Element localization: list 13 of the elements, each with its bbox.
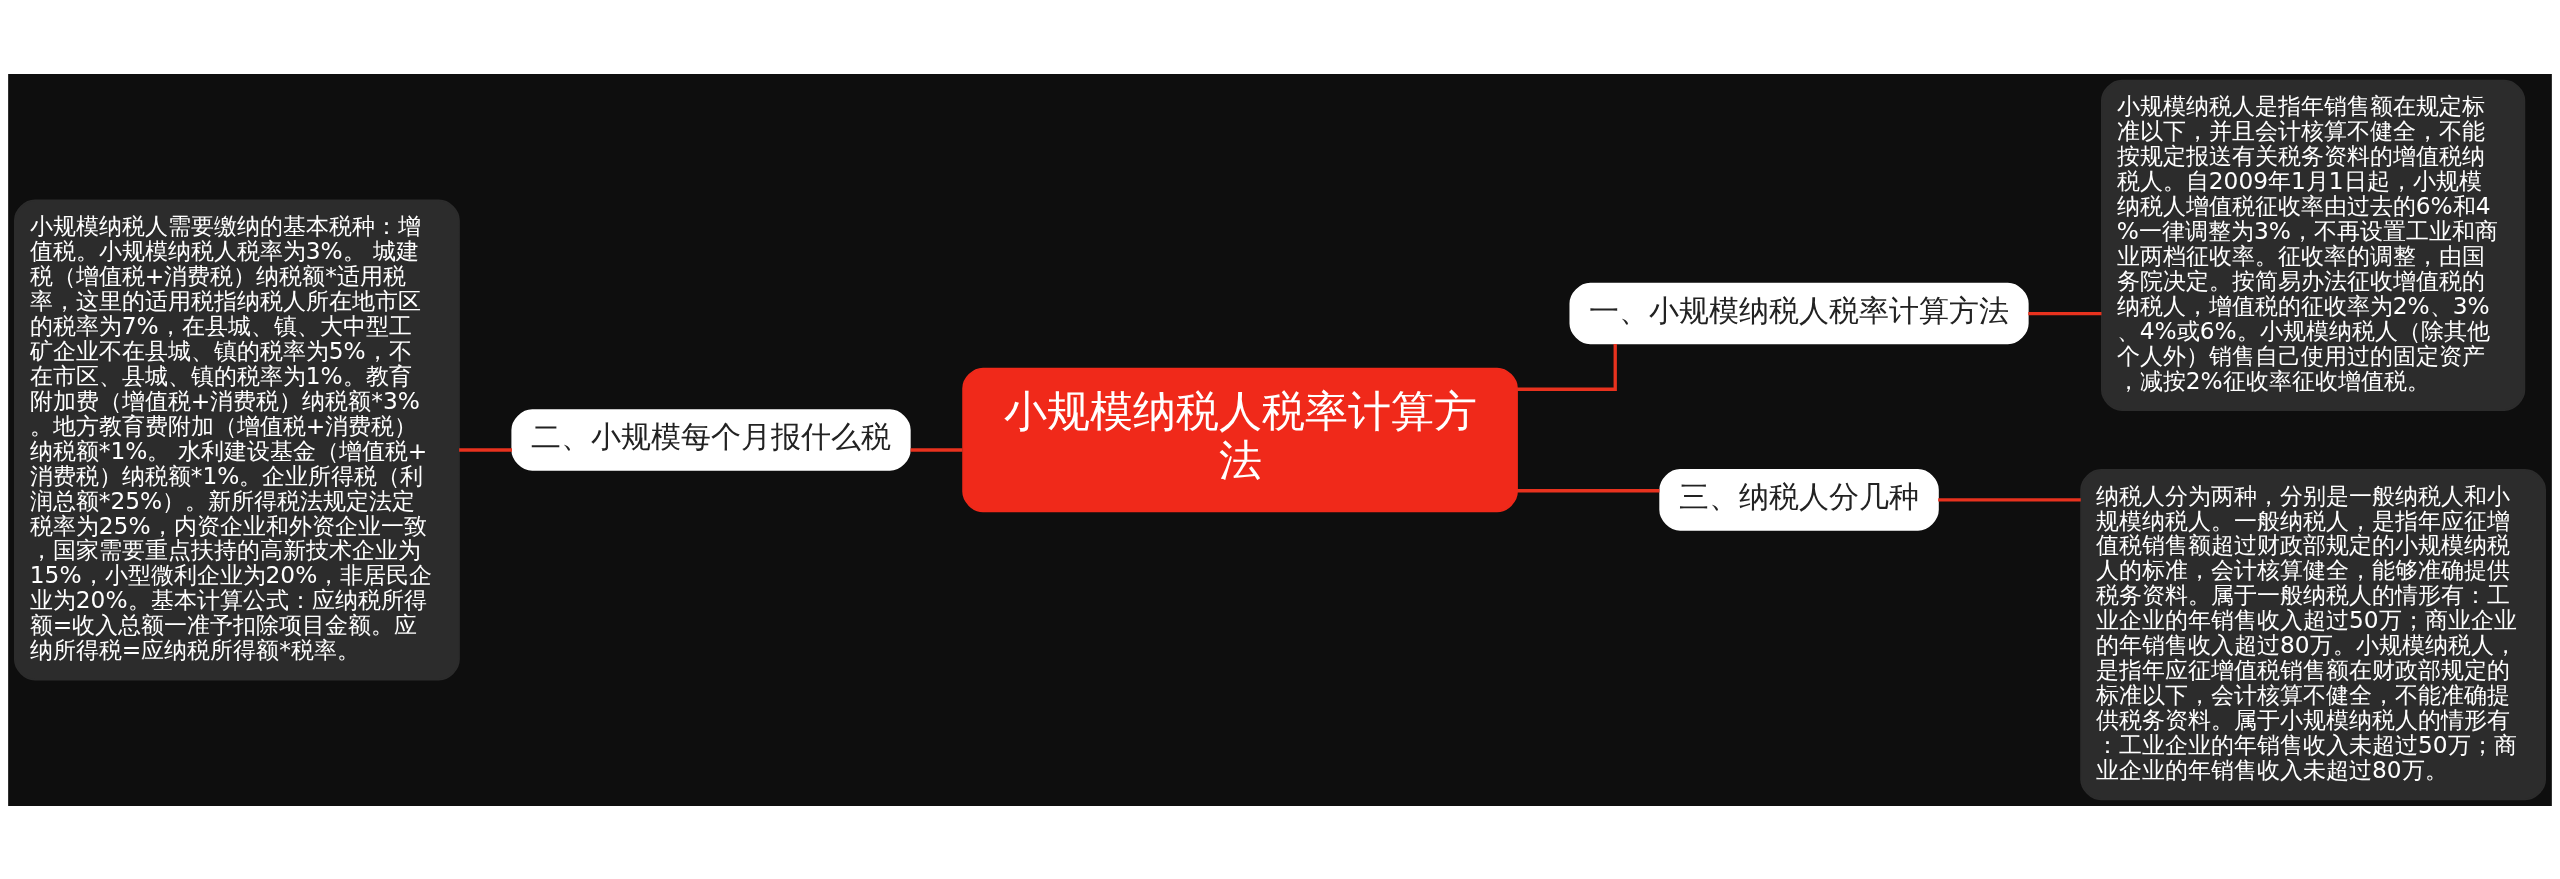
connector xyxy=(1938,497,2081,502)
node-box: 小规模纳税人是指年销售额在规定标准以下，并且会计核算不健全，不能按规定报送有关税务资料的增值税纳税人。自2009年1月1日起，小规模纳税人增值税征收率由过去的6%和4%一律调整为3%，不再设置工业和商业两档征收率。征收率的调整，由国务院决定。按简易办法征收增值税的纳税人，增值税的征收率为2%、3%、4%或6%。小规模纳税人（除其他个人外）销售自己使用过的固定资产，减按2%征收率征收增值税。 xyxy=(2101,79,2526,411)
connector xyxy=(459,447,512,452)
node-box: 一、小规模纳税人税率计算方法 xyxy=(1569,282,2029,344)
node-box: 纳税人分为两种，分别是一般纳税人和小规模纳税人。一般纳税人，是指年应征增值税销售额超过财政部规定的小规模纳税人的标准，会计核算健全，能够准确提供税务资料。属于一般纳税人的情形有：工业企业的年销售收入超过50万；商业企业的年销售收入超过80万。小规模纳税人，是指年应征增值税销售额在财政部规定的标准以下，会计核算不健全，不能准确提供税务资料。属于小规模纳税人的情形有：工业企业的年销售收入未超过50万；商业企业的年销售收入未超过80万。 xyxy=(2080,468,2547,800)
node-box: 二、小规模每个月报什么税 xyxy=(511,408,911,471)
node-box: 三、纳税人分几种 xyxy=(1659,468,1939,531)
connector xyxy=(1517,488,1660,492)
connector xyxy=(2028,311,2102,315)
node-box: 小规模纳税人需要缴纳的基本税种：增值税。小规模纳税人税率为3%。 城建税（增值税+消费税）纳税额*适用税率，这里的适用税指纳税人所在地市区的税率为7%，在县城、镇、大中型工矿企业不在县城、镇的税率为5%，不在市区、县城、镇的税率为1%。教育附加费（增值税+消费税）纳税额*3%。地方教育费附加（增值税+消费税）纳税额*1%。 水利建设基金（增值税+消费税）纳税额*1%。企业所得税（利润总额*25%）。新所得税法规定法定税率为25%，内资企业和外资企业一致，国家需要重点扶持的高新技术企业为15%，小型微利企业为20%，非居民企业为20%。基本计算公式：应纳税所得额=收入总额一准予扣除项目金额。应纳所得税=应纳税所得额*税率。 xyxy=(13,199,460,680)
node-box: 小规模纳税人税率计算方法 xyxy=(962,367,1518,512)
connector xyxy=(1517,343,1617,391)
connector xyxy=(910,447,963,452)
